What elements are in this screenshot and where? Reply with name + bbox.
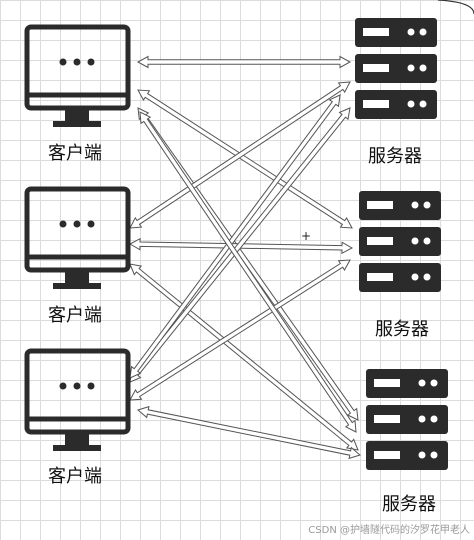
server-icon <box>366 369 448 470</box>
bidirectional-arrow <box>129 94 341 379</box>
bidirectional-arrow <box>129 81 351 229</box>
client-monitor-icon <box>24 186 131 289</box>
client-label: 客户端 <box>48 466 102 487</box>
client-monitor-icon <box>24 24 131 127</box>
bidirectional-arrow <box>136 55 352 69</box>
bidirectional-arrow <box>129 263 359 451</box>
bidirectional-arrow <box>136 405 362 460</box>
partial-shape-edge <box>437 0 474 15</box>
client-label: 客户端 <box>48 143 102 164</box>
connection-arrows <box>128 55 362 460</box>
watermark: CSDN @护墙隧代码的汐罗花甲老人 <box>308 525 470 536</box>
server-icon <box>359 191 441 292</box>
server-label: 服务器 <box>368 146 422 167</box>
client-monitor-icon <box>24 348 131 451</box>
crosshair-cursor-icon: + <box>301 229 312 243</box>
bidirectional-arrow <box>139 111 357 433</box>
bidirectional-arrow <box>129 259 351 401</box>
server-label: 服务器 <box>375 319 429 340</box>
server-label: 服务器 <box>382 494 436 515</box>
client-label: 客户端 <box>48 305 102 326</box>
bidirectional-arrow <box>137 89 353 229</box>
server-icon <box>355 18 437 119</box>
